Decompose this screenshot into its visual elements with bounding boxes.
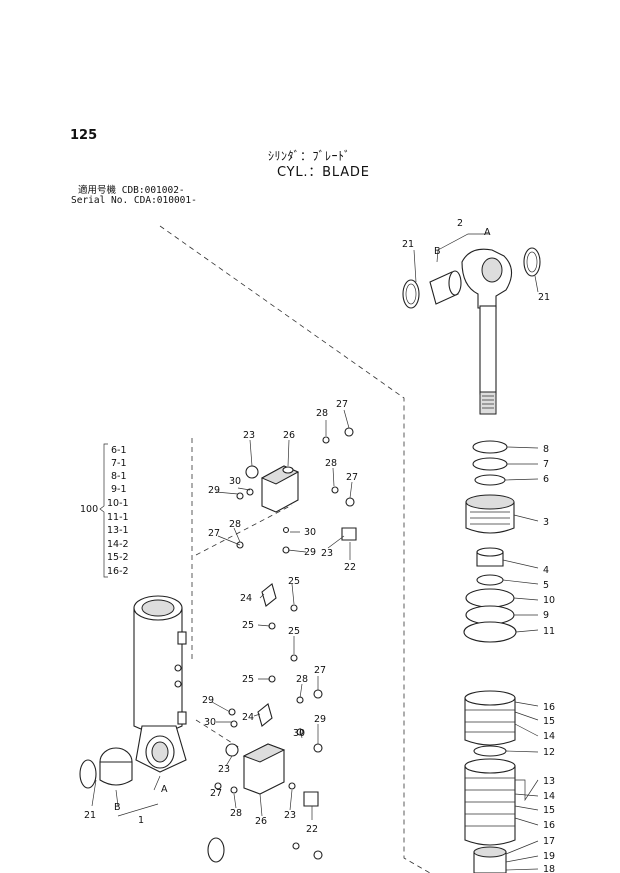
- valve-block-lower: [207, 689, 323, 863]
- leader-lines-right: [413, 233, 539, 871]
- callout-lower-27b: 27: [210, 788, 222, 799]
- callout-21-right: 21: [538, 292, 550, 303]
- cylinder-tube: [79, 595, 187, 789]
- callout-7: 7: [543, 459, 549, 470]
- callout-labels: 2 A B 21 21 8 7 6 3 4 5 10 9 11 16 15 14…: [80, 218, 555, 873]
- callout-valve-29b: 29: [304, 547, 316, 558]
- callout-valve-23b: 23: [321, 548, 333, 559]
- callout-A-top: A: [484, 227, 491, 238]
- callout-mid-25c: 25: [288, 626, 300, 637]
- callout-valve-28b: 28: [325, 458, 337, 469]
- callout-lower-28a: 28: [296, 674, 308, 685]
- callout-bottom-A: A: [161, 784, 168, 795]
- callout-6: 6: [543, 474, 549, 485]
- callout-valve-29a: 29: [208, 485, 220, 496]
- kit-item: 7-1: [111, 458, 127, 469]
- callout-valve-27a: 27: [336, 399, 348, 410]
- kit-item: 14-2: [107, 539, 129, 550]
- callout-8: 8: [543, 444, 549, 455]
- callout-lower-23a: 23: [218, 764, 230, 775]
- kit-item: 6-1: [111, 445, 127, 456]
- title-japanese: ｼﾘﾝﾀﾞ：ﾌﾞﾚｰﾄﾞ: [268, 149, 351, 163]
- callout-mid-29: 29: [202, 695, 214, 706]
- callout-4: 4: [543, 565, 549, 576]
- kit-item: 9-1: [111, 484, 127, 495]
- callout-lower-30: 30: [293, 728, 305, 739]
- kit-item: 10-1: [107, 498, 129, 509]
- guide-line-main: [159, 225, 431, 873]
- callout-mid-24a: 24: [240, 593, 252, 604]
- seal-stack: [463, 440, 517, 873]
- serial-line-1: 適用号機 CDB:001002-: [78, 185, 185, 196]
- serial-line-2: Serial No. CDA:010001-: [71, 195, 197, 206]
- callout-valve-26a: 26: [283, 430, 295, 441]
- callout-bottom-B: B: [114, 802, 121, 813]
- callout-19: 19: [543, 851, 555, 862]
- callout-15a: 15: [543, 716, 555, 727]
- callout-valve-27b: 27: [346, 472, 358, 483]
- kit-number: 100: [80, 504, 98, 515]
- callout-lower-28b: 28: [230, 808, 242, 819]
- callout-17: 17: [543, 836, 555, 847]
- callout-15b: 15: [543, 805, 555, 816]
- callout-16b: 16: [543, 820, 555, 831]
- callout-16a: 16: [543, 702, 555, 713]
- page-number: 125: [70, 128, 98, 143]
- kit-item: 8-1: [111, 471, 127, 482]
- callout-lower-29: 29: [314, 714, 326, 725]
- piston-rod: [402, 247, 541, 415]
- callout-valve-28a: 28: [316, 408, 328, 419]
- kit-item: 11-1: [107, 512, 129, 523]
- leader-lines-valve: [91, 409, 353, 820]
- callout-14a: 14: [543, 731, 555, 742]
- callout-9: 9: [543, 610, 549, 621]
- valve-block-upper: [236, 427, 357, 554]
- callout-valve-23a: 23: [243, 430, 255, 441]
- kit-item: 16-2: [107, 566, 129, 577]
- callout-18: 18: [543, 864, 555, 873]
- mid-fittings: [174, 583, 298, 728]
- callout-3: 3: [543, 517, 549, 528]
- callout-B-top: B: [434, 246, 441, 257]
- callout-lower-26: 26: [255, 816, 267, 827]
- callout-5: 5: [543, 580, 549, 591]
- callout-valve-30b: 30: [304, 527, 316, 538]
- callout-11: 11: [543, 626, 555, 637]
- guide-line-valve: [195, 504, 293, 556]
- kit-item: 13-1: [107, 525, 129, 536]
- title-english: CYL.：BLADE: [277, 165, 370, 180]
- callout-mid-30: 30: [204, 717, 216, 728]
- callout-mid-25b: 25: [242, 620, 254, 631]
- callout-21-left: 21: [402, 239, 414, 250]
- callout-mid-25d: 25: [242, 674, 254, 685]
- callout-mid-24b: 24: [242, 712, 254, 723]
- callout-bottom-1: 1: [138, 815, 144, 826]
- callout-valve-22a: 22: [344, 562, 356, 573]
- callout-12: 12: [543, 747, 555, 758]
- callout-10: 10: [543, 595, 555, 606]
- callout-lower-27a: 27: [314, 665, 326, 676]
- callout-13: 13: [543, 776, 555, 787]
- callout-mid-25a: 25: [288, 576, 300, 587]
- kit-item: 15-2: [107, 552, 129, 563]
- callout-valve-28c: 28: [229, 519, 241, 530]
- callout-lower-23b: 23: [284, 810, 296, 821]
- callout-2: 2: [457, 218, 463, 229]
- callout-lower-22: 22: [306, 824, 318, 835]
- callout-valve-30a: 30: [229, 476, 241, 487]
- callout-valve-27c: 27: [208, 528, 220, 539]
- kit-bracket: [99, 443, 108, 578]
- callout-14b: 14: [543, 791, 555, 802]
- callout-bottom-21: 21: [84, 810, 96, 821]
